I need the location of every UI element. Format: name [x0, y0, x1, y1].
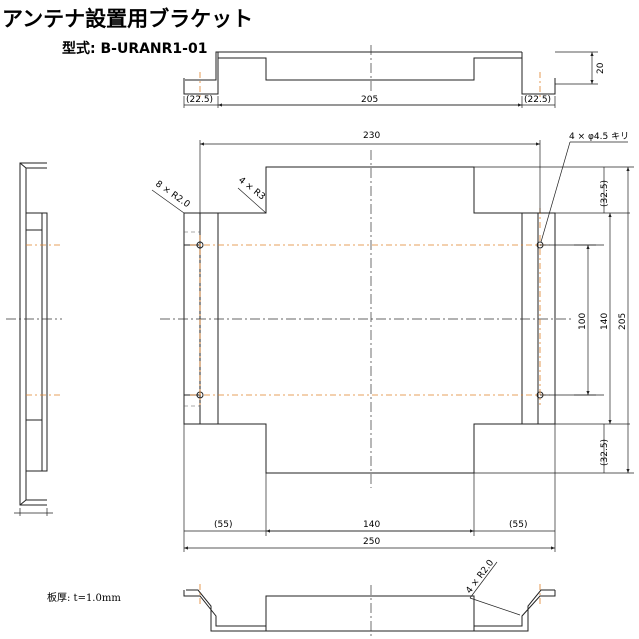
lower-offset-dim: (32.5) [600, 439, 610, 466]
plan-view: 230 4 × φ4.5 キリ 8 × R2.0 4 × R3 (32.5) 1… [151, 131, 634, 552]
top-view: 20 (22.5) 205 (22.5) [183, 45, 606, 108]
side-view [6, 162, 62, 516]
overall-width-dim: 230 [363, 131, 380, 141]
hole-pitch-dim: 140 [600, 313, 610, 330]
bottom-view: 4 × R2.0 [183, 558, 556, 636]
top-width-dim: 205 [361, 95, 378, 105]
bottom-left-dim: (55) [214, 520, 232, 530]
bend-radius-note: 4 × R2.0 [464, 558, 496, 596]
model-number: 型式: B-URANR1-01 [62, 41, 208, 57]
bottom-right-dim: (55) [509, 520, 527, 530]
top-height-dim: 20 [596, 62, 606, 74]
plan-view-outline [183, 166, 556, 474]
side-view-outline [19, 162, 47, 506]
top-left-flange-dim: (22.5) [186, 95, 213, 105]
hole-note: 4 × φ4.5 キリ [569, 132, 629, 142]
top-view-outline [183, 57, 556, 95]
hole-pitch-inner-dim: 100 [578, 313, 588, 330]
top-right-flange-dim: (22.5) [524, 95, 551, 105]
bottom-overall-dim: 250 [363, 537, 380, 547]
upper-offset-dim: (32.5) [600, 180, 610, 207]
radius-4-note: 4 × R3 [236, 175, 267, 202]
bottom-center-dim: 140 [363, 520, 380, 530]
overall-height-dim: 205 [618, 313, 628, 330]
plate-thickness-note: 板厚: t=1.0mm [47, 593, 121, 604]
bottom-view-outline [183, 590, 556, 627]
drawing-title: アンテナ設置用ブラケット [2, 7, 254, 31]
